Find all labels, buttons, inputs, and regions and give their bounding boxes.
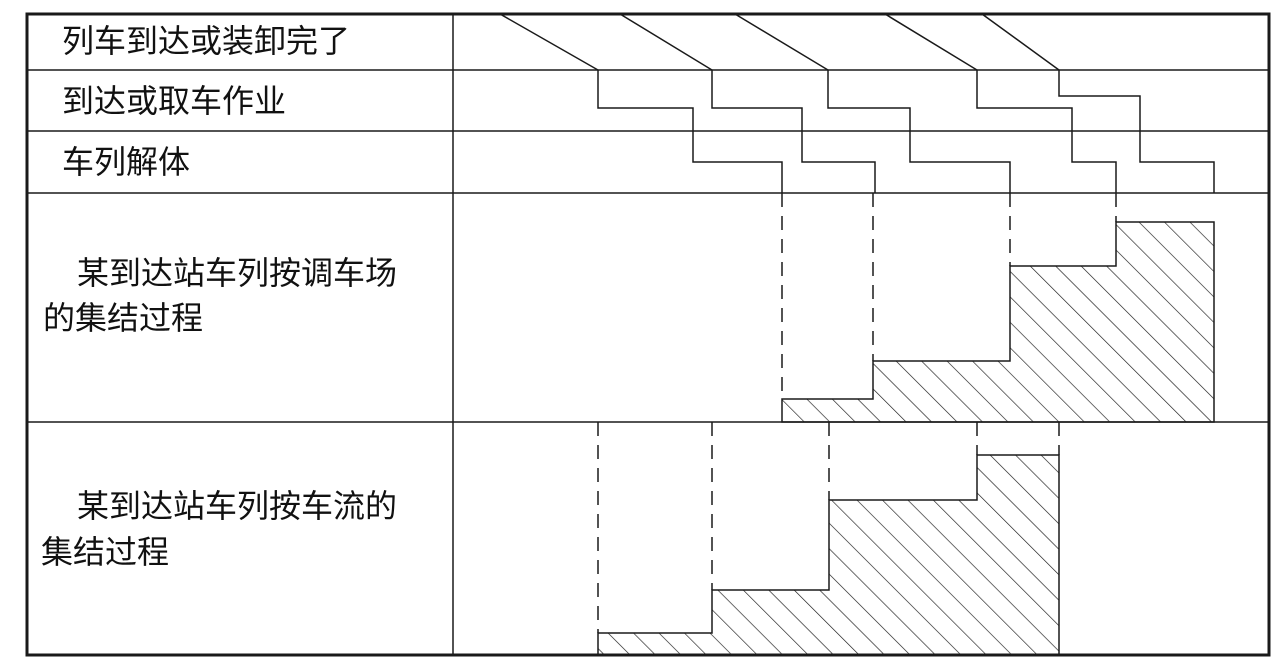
flow-accumulation-area — [597, 454, 1060, 656]
train-path-1 — [499, 13, 783, 193]
yard-accumulation-dashes — [781, 193, 1117, 399]
train-path-5 — [981, 13, 1215, 193]
flow-accumulation-dashes — [597, 422, 1060, 633]
row-label-flow-accumulation-line1: 某到达站车列按车流的 — [77, 487, 398, 525]
train-flow-lines — [499, 13, 1215, 193]
train-path-3 — [734, 13, 1011, 193]
train-path-2 — [619, 13, 876, 193]
yard-accumulation-area — [781, 221, 1215, 423]
row-label-yard-accumulation-line2: 的集结过程 — [43, 299, 204, 337]
row-label-train-arrival: 列车到达或装卸完了 — [62, 22, 351, 60]
row-label-train-breakup: 车列解体 — [62, 143, 191, 181]
row-label-arrival-operation: 到达或取车作业 — [62, 82, 287, 120]
row-label-flow-accumulation-line2: 集结过程 — [41, 533, 170, 571]
train-path-4 — [884, 13, 1117, 193]
row-label-yard-accumulation-line1: 某到达站车列按调车场 — [77, 254, 398, 292]
